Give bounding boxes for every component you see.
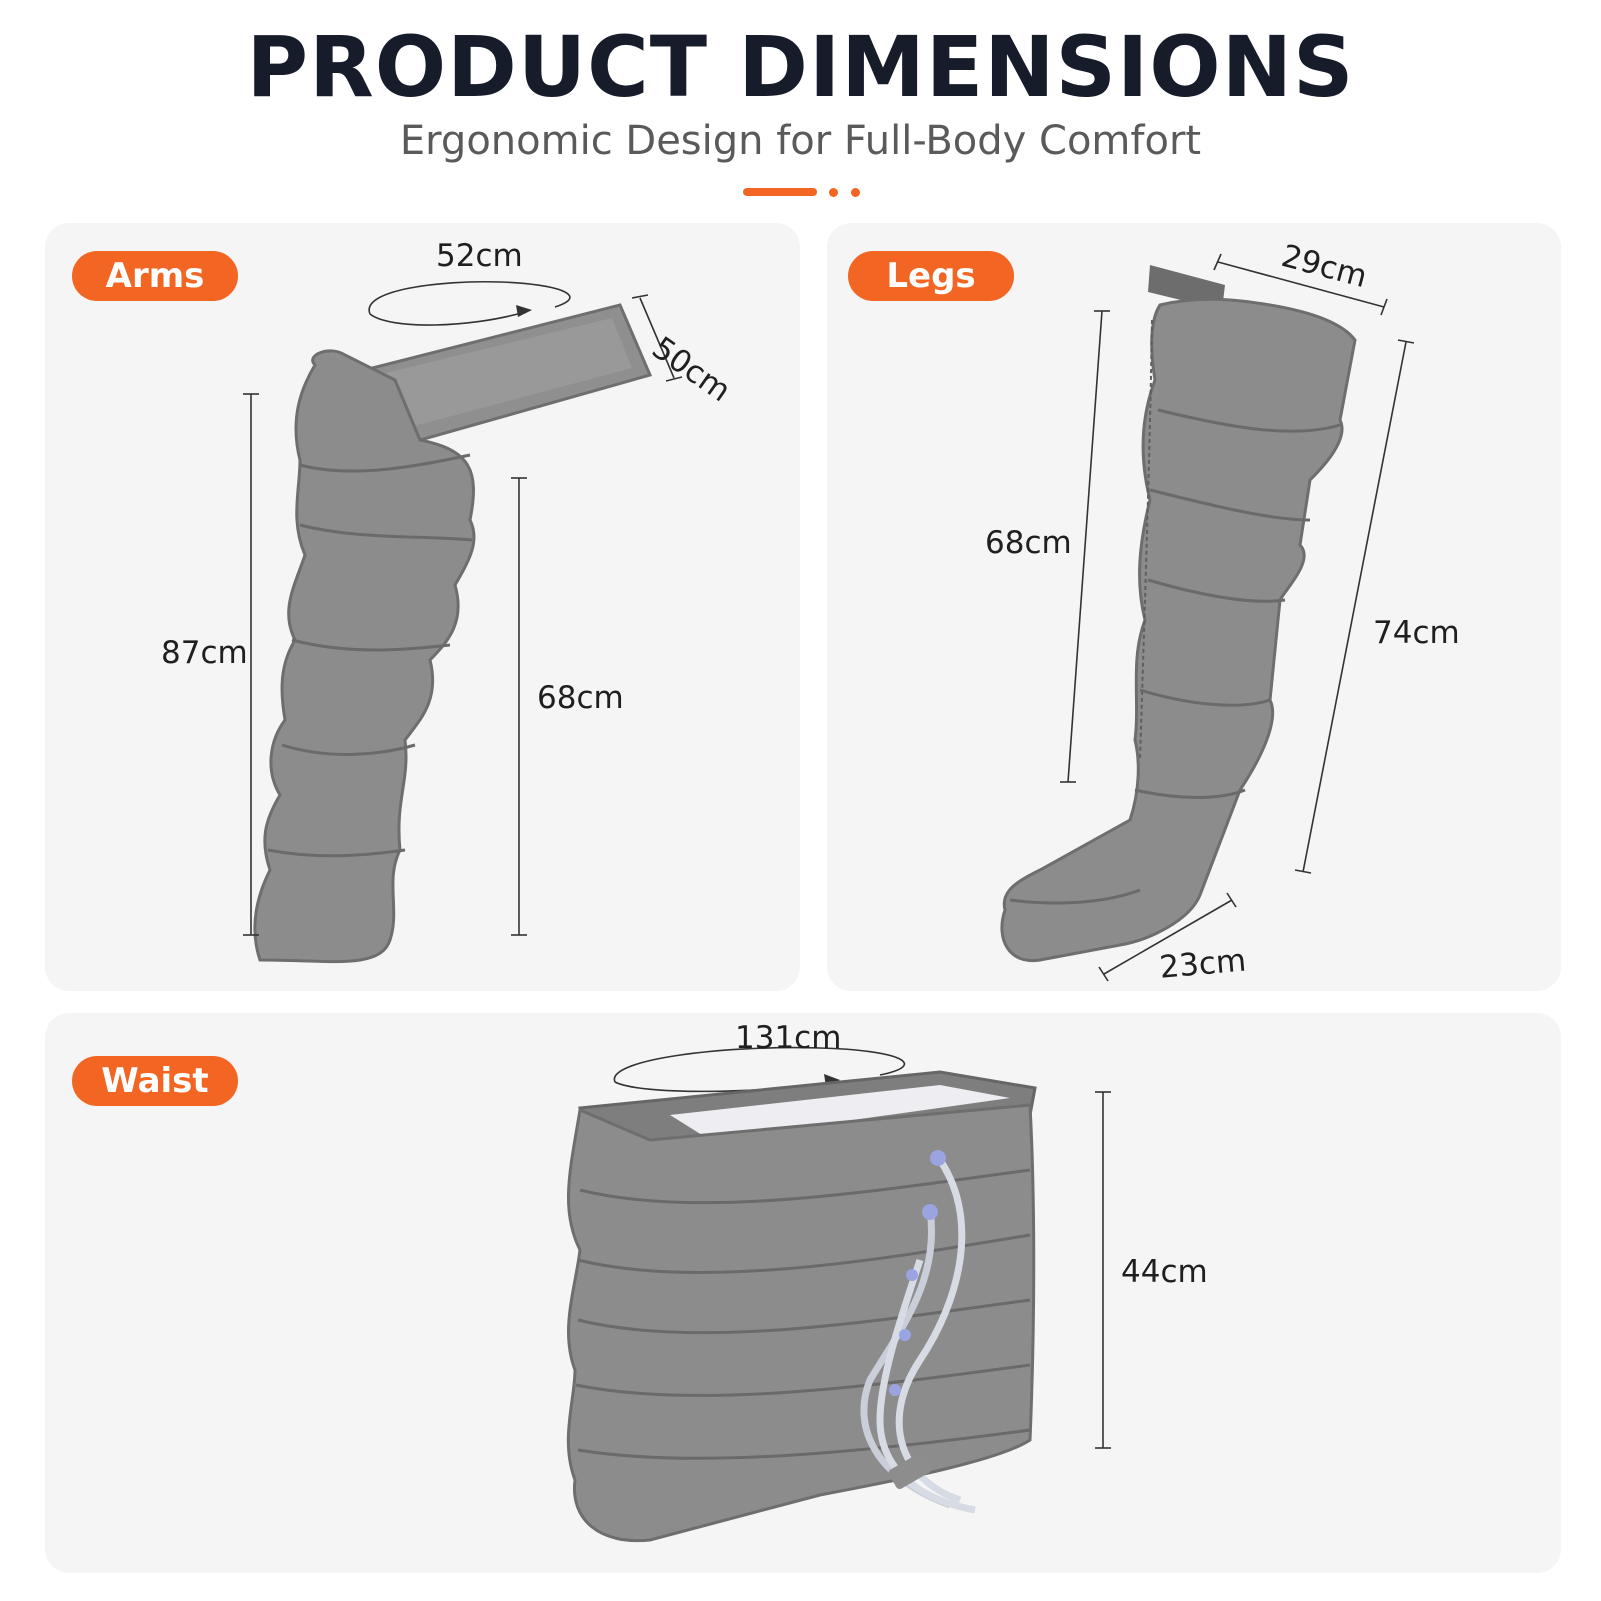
accent-bar: [743, 188, 817, 196]
waist-height-label: 44cm: [1121, 1254, 1208, 1290]
arms-badge: Arms: [72, 251, 238, 301]
arms-sleeve-length-label: 68cm: [537, 680, 624, 716]
legs-badge: Legs: [848, 251, 1014, 301]
legs-outer-length-label: 74cm: [1373, 615, 1460, 651]
accent-dot: [851, 188, 860, 197]
legs-inner-length-label: 68cm: [985, 525, 1072, 561]
page-title: PRODUCT DIMENSIONS: [246, 18, 1355, 116]
arms-circumference-label: 52cm: [436, 238, 523, 274]
accent-dot: [829, 188, 838, 197]
waist-badge: Waist: [72, 1056, 238, 1106]
waist-circumference-label: 131cm: [735, 1020, 842, 1056]
page-subtitle: Ergonomic Design for Full-Body Comfort: [399, 118, 1202, 164]
arms-total-length-label: 87cm: [161, 635, 248, 671]
